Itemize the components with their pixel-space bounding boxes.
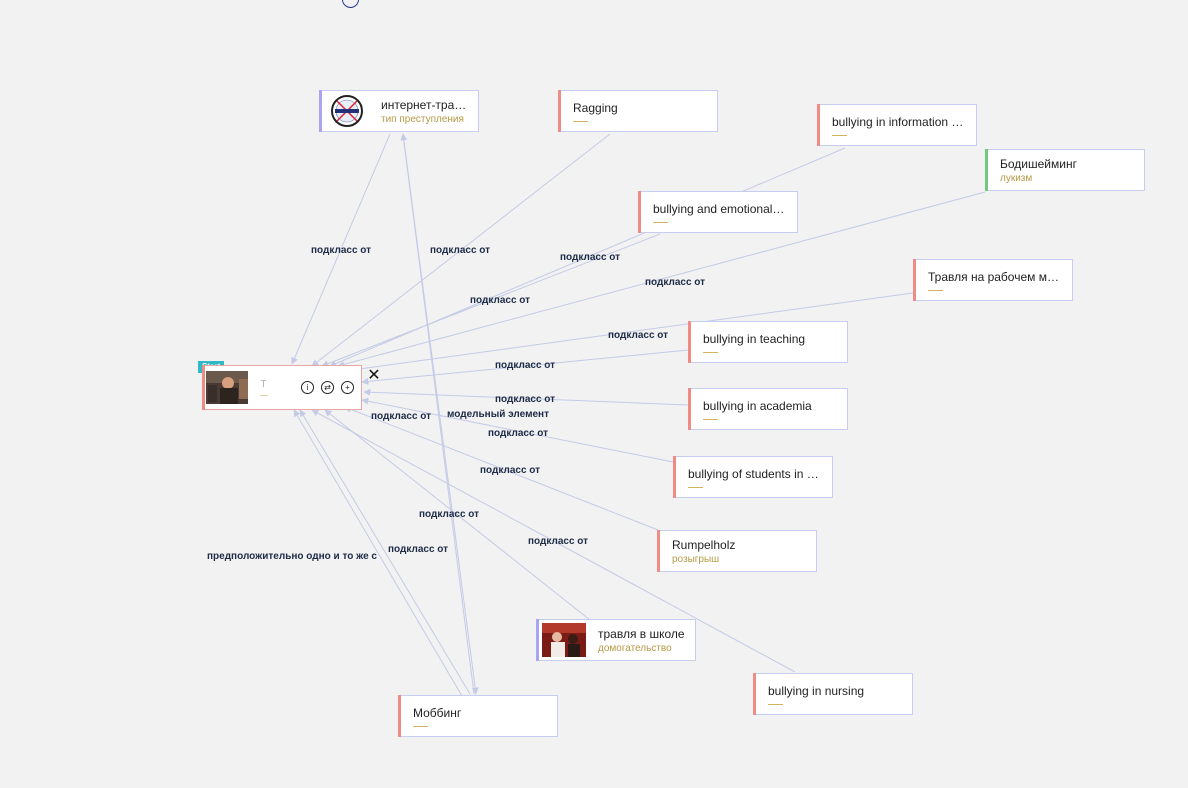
node-accent bbox=[536, 619, 539, 661]
node-internet[interactable]: интернет-тра… тип преступления bbox=[319, 90, 479, 132]
edge-internet-mobbing-b bbox=[400, 133, 475, 695]
node-infotech[interactable]: bullying in information … bbox=[817, 104, 977, 146]
edge-label-16: предположительно одно и то же с bbox=[207, 551, 377, 562]
node-workplace[interactable]: Травля на рабочем м… bbox=[913, 259, 1073, 301]
node-accent bbox=[913, 259, 916, 301]
edge-bodyshaming bbox=[337, 191, 986, 368]
edge-students bbox=[361, 397, 674, 463]
edge-label-14: подкласс от bbox=[528, 536, 588, 547]
edge-label-9: подкласс от bbox=[371, 411, 431, 422]
node-title: Rumpelholz bbox=[672, 537, 736, 552]
link-icon[interactable]: ⇄ bbox=[321, 381, 334, 394]
node-title: травля в школе bbox=[598, 626, 685, 641]
node-title: bullying in teaching bbox=[703, 331, 806, 346]
close-icon[interactable]: ✕ bbox=[367, 367, 381, 384]
start-node-title: Т bbox=[260, 379, 267, 390]
node-underline bbox=[413, 725, 428, 727]
edge-label-1: подкласс от bbox=[311, 245, 371, 256]
edge-label-6: подкласс от bbox=[608, 330, 668, 341]
node-title: bullying in academia bbox=[703, 398, 812, 413]
edge-label-11: подкласс от bbox=[488, 428, 548, 439]
plus-icon[interactable]: + bbox=[341, 381, 354, 394]
start-node-thumbnail bbox=[206, 371, 249, 404]
node-school[interactable]: травля в школе домогательство bbox=[536, 619, 696, 661]
start-node-underline bbox=[260, 395, 269, 396]
node-accent bbox=[688, 321, 691, 363]
node-underline bbox=[703, 351, 718, 353]
node-subtitle: розыгрыш bbox=[672, 553, 720, 565]
school-bullying-photo bbox=[542, 623, 586, 657]
edge-label-10: модельный элемент bbox=[447, 409, 549, 420]
node-underline bbox=[688, 486, 703, 488]
start-node[interactable]: Т i ⇄ + bbox=[202, 365, 362, 410]
node-underline bbox=[832, 134, 847, 136]
node-underline bbox=[573, 120, 588, 122]
node-underline bbox=[703, 418, 718, 420]
edge-workplace bbox=[351, 292, 914, 373]
edge-teaching bbox=[361, 349, 689, 385]
start-node-accent bbox=[202, 365, 205, 410]
node-accent bbox=[753, 673, 756, 715]
edge-ragging bbox=[311, 133, 611, 367]
edge-internet bbox=[291, 133, 391, 365]
node-underline bbox=[653, 221, 668, 223]
node-title: Бодишейминг bbox=[1000, 156, 1077, 171]
edge-lines bbox=[291, 133, 986, 697]
node-accent bbox=[673, 456, 676, 498]
node-accent bbox=[657, 530, 660, 572]
node-accent bbox=[985, 149, 988, 191]
node-students[interactable]: bullying of students in … bbox=[673, 456, 833, 498]
node-subtitle: домогательство bbox=[598, 642, 672, 654]
node-academia[interactable]: bullying in academia bbox=[688, 388, 848, 430]
node-title: Моббинг bbox=[413, 705, 462, 720]
info-icon[interactable]: i bbox=[301, 381, 314, 394]
node-accent bbox=[688, 388, 691, 430]
node-accent bbox=[398, 695, 401, 737]
node-title: bullying in information … bbox=[832, 114, 964, 129]
node-rumpelholz[interactable]: Rumpelholz розыгрыш bbox=[657, 530, 817, 572]
node-accent bbox=[558, 90, 561, 132]
node-underline bbox=[928, 289, 943, 291]
edge-label-2: подкласс от bbox=[430, 245, 490, 256]
node-ragging[interactable]: Ragging bbox=[558, 90, 718, 132]
node-emotional[interactable]: bullying and emotional… bbox=[638, 191, 798, 233]
edge-label-3: подкласс от bbox=[560, 252, 620, 263]
edge-mobbing-a bbox=[299, 409, 471, 695]
edge-mobbing-b bbox=[293, 409, 463, 697]
node-title: Ragging bbox=[573, 100, 618, 115]
edge-label-15: подкласс от bbox=[388, 544, 448, 555]
node-accent bbox=[817, 104, 820, 146]
stop-cyberbullying-logo bbox=[325, 94, 369, 128]
node-accent bbox=[319, 90, 322, 132]
edge-school bbox=[324, 409, 591, 621]
edge-label-13: подкласс от bbox=[419, 509, 479, 520]
node-title: Травля на рабочем м… bbox=[928, 269, 1059, 284]
edge-label-5: подкласс от bbox=[645, 277, 705, 288]
node-nursing[interactable]: bullying in nursing bbox=[753, 673, 913, 715]
node-accent bbox=[638, 191, 641, 233]
node-title: bullying in nursing bbox=[768, 683, 865, 698]
node-mobbing[interactable]: Моббинг bbox=[398, 695, 558, 737]
edge-academia bbox=[363, 388, 689, 406]
edge-nursing bbox=[311, 409, 796, 673]
edge-label-12: подкласс от bbox=[480, 465, 540, 476]
node-subtitle: лукизм bbox=[1000, 172, 1033, 184]
node-underline bbox=[768, 703, 783, 705]
node-title: bullying and emotional… bbox=[653, 201, 785, 216]
edge-rumpelholz bbox=[344, 406, 659, 531]
node-title: интернет-тра… bbox=[381, 97, 467, 112]
node-subtitle: тип преступления bbox=[381, 113, 464, 125]
edge-label-4: подкласс от bbox=[470, 295, 530, 306]
edge-emotional bbox=[321, 233, 661, 367]
node-bodyshaming[interactable]: Бодишейминг лукизм bbox=[985, 149, 1145, 191]
node-title: bullying of students in … bbox=[688, 466, 819, 481]
node-teaching[interactable]: bullying in teaching bbox=[688, 321, 848, 363]
edge-label-8: подкласс от bbox=[495, 394, 555, 405]
edge-label-7: подкласс от bbox=[495, 360, 555, 371]
